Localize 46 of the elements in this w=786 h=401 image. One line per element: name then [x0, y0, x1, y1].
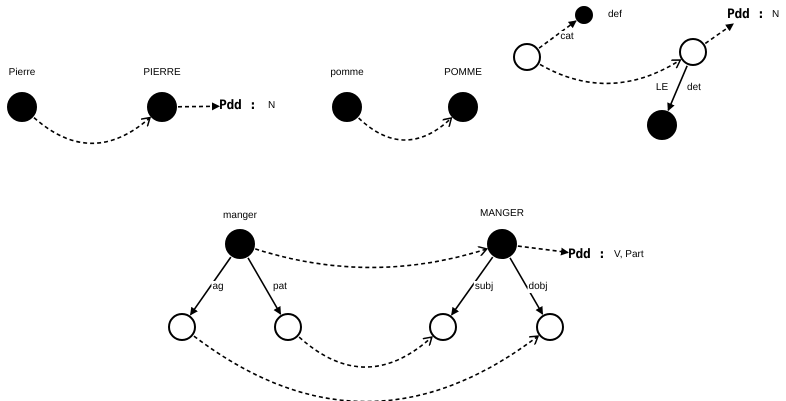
pos-tag: Pdd : — [219, 97, 257, 115]
filled-node — [448, 92, 478, 122]
node-label: def — [608, 9, 622, 21]
filled-node — [147, 92, 177, 122]
node-label: MANGER — [480, 208, 524, 220]
arrow — [247, 257, 282, 315]
arrow — [33, 116, 151, 144]
pos-tag: Pdd : — [568, 246, 606, 264]
filled-node — [487, 229, 517, 259]
node-label: PIERRE — [143, 67, 181, 79]
hollow-node — [536, 313, 564, 341]
edge-label: subj — [474, 281, 494, 293]
node-label: N — [268, 100, 276, 112]
filled-node — [575, 6, 593, 24]
arrow — [358, 117, 452, 141]
arrow — [298, 336, 433, 368]
arrow — [509, 257, 544, 315]
filled-node — [7, 92, 37, 122]
edge-label: pat — [272, 281, 288, 293]
edge-label: ag — [211, 281, 225, 293]
arrow — [704, 23, 734, 44]
node-label: manger — [223, 210, 257, 222]
filled-node — [647, 110, 677, 140]
filled-node — [332, 92, 362, 122]
pos-tag: Pdd : — [727, 6, 765, 24]
node-label: Pierre — [8, 67, 36, 79]
arrow — [540, 58, 682, 84]
hollow-node — [429, 313, 457, 341]
edge-label: dobj — [528, 281, 548, 293]
arrow — [451, 256, 494, 316]
hollow-node — [513, 43, 541, 71]
hollow-node — [679, 38, 707, 66]
node-label: POMME — [444, 67, 482, 79]
node-label: pomme — [330, 67, 364, 79]
hollow-node — [274, 313, 302, 341]
filled-node — [225, 229, 255, 259]
node-label: N — [772, 9, 780, 21]
arrow — [193, 335, 539, 401]
hollow-node — [168, 313, 196, 341]
arrow — [178, 102, 220, 110]
arrow — [190, 256, 232, 316]
node-label: V, Part — [614, 249, 644, 261]
arrow — [667, 66, 688, 112]
arrow — [255, 246, 488, 268]
arrow — [518, 245, 569, 256]
arrow — [538, 20, 577, 49]
